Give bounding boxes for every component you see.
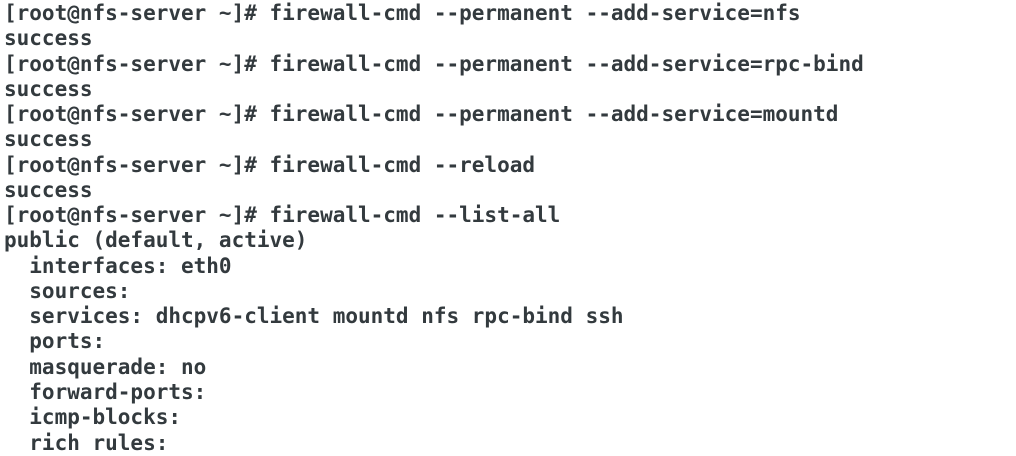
terminal-line: success xyxy=(4,127,93,152)
terminal-line: [root@nfs-server ~]# firewall-cmd --relo… xyxy=(4,152,536,177)
terminal-line: [root@nfs-server ~]# firewall-cmd --perm… xyxy=(4,51,864,76)
terminal-line: rich rules: xyxy=(4,430,169,455)
terminal-line: [root@nfs-server ~]# firewall-cmd --perm… xyxy=(4,1,801,25)
terminal-line: success xyxy=(4,76,93,101)
terminal-line: forward-ports: xyxy=(4,379,207,404)
terminal-line: interfaces: eth0 xyxy=(4,253,232,278)
terminal-line: services: dhcpv6-client mountd nfs rpc-b… xyxy=(4,304,624,329)
terminal-line: icmp-blocks: xyxy=(4,405,182,430)
terminal-line: ports: xyxy=(4,329,106,354)
terminal-line: [root@nfs-server ~]# firewall-cmd --perm… xyxy=(4,102,839,127)
terminal-line: success xyxy=(4,177,93,202)
terminal-line: success xyxy=(4,26,93,51)
terminal-line: public (default, active) xyxy=(4,228,308,253)
terminal-line: masquerade: no xyxy=(4,354,207,379)
terminal-line: [root@nfs-server ~]# firewall-cmd --list… xyxy=(4,203,561,228)
terminal-line: sources: xyxy=(4,278,131,303)
